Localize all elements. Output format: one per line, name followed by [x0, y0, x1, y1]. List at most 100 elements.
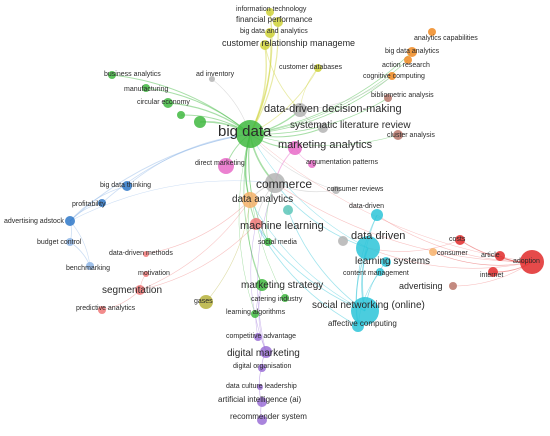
- node-machine-learning[interactable]: [250, 218, 262, 230]
- node-consumer-reviews[interactable]: [332, 186, 340, 194]
- node-data-driven[interactable]: [356, 236, 380, 260]
- node-digital-organisation[interactable]: [258, 364, 266, 372]
- node-gases[interactable]: [199, 295, 213, 309]
- node-green-node-a[interactable]: [194, 116, 206, 128]
- node-data-driven-methods[interactable]: [143, 251, 149, 257]
- node-artificial-intelligence-ai[interactable]: [257, 397, 267, 407]
- node-motivation[interactable]: [143, 271, 149, 277]
- keyword-cluster-analysis[interactable]: cluster analysis: [387, 132, 435, 139]
- keyword-segmentation[interactable]: segmentation: [102, 285, 163, 296]
- keyword-profitability[interactable]: profitability: [72, 201, 106, 208]
- node-manufacturing[interactable]: [142, 84, 150, 92]
- keyword-circular-economy[interactable]: circular economy: [137, 99, 190, 106]
- keyword-machine-learning[interactable]: machine learning: [240, 220, 324, 232]
- node-analytics-capabilities[interactable]: [428, 28, 436, 36]
- node-predictive-analytics[interactable]: [98, 306, 106, 314]
- keyword-consumer[interactable]: consumer: [437, 250, 468, 257]
- node-data-driven-hyphen[interactable]: [371, 209, 383, 221]
- node-competitive-advantage[interactable]: [254, 333, 262, 341]
- node-information-technology[interactable]: [266, 8, 274, 16]
- keyword-big-data-and-analytics[interactable]: big data and analytics: [240, 28, 308, 35]
- keyword-learning-systems[interactable]: learning systems: [355, 256, 431, 267]
- keyword-big-data[interactable]: big data: [218, 123, 272, 140]
- keyword-action-research[interactable]: action research: [382, 62, 430, 69]
- node-data-analytics[interactable]: [242, 192, 258, 208]
- keyword-article[interactable]: article: [481, 252, 500, 259]
- keyword-marketing-analytics[interactable]: marketing analytics: [278, 139, 373, 151]
- keyword-affective-computing[interactable]: affective computing: [328, 319, 397, 328]
- node-content-management[interactable]: [376, 268, 384, 276]
- node-social-networking-online[interactable]: [351, 297, 379, 325]
- node-circular-economy[interactable]: [163, 98, 173, 108]
- keyword-data-driven[interactable]: data driven: [351, 230, 406, 242]
- node-data-culture-leadership[interactable]: [257, 384, 263, 390]
- keyword-consumer-reviews[interactable]: consumer reviews: [327, 186, 384, 193]
- keyword-information-technology[interactable]: information technology: [236, 6, 307, 13]
- node-customer-databases[interactable]: [314, 64, 322, 72]
- node-learning-systems[interactable]: [381, 257, 391, 267]
- node-advertising[interactable]: [449, 282, 457, 290]
- node-profitability[interactable]: [98, 199, 106, 207]
- node-social-media[interactable]: [264, 238, 272, 246]
- node-commerce[interactable]: [265, 173, 285, 193]
- keyword-content-management[interactable]: content management: [343, 270, 409, 277]
- node-ad-inventory[interactable]: [209, 76, 215, 82]
- node-green-node-b[interactable]: [177, 111, 185, 119]
- keyword-costs[interactable]: costs: [449, 236, 466, 243]
- node-big-data-thinking[interactable]: [122, 181, 132, 191]
- node-digital-marketing[interactable]: [260, 346, 272, 358]
- node-marketing-strategy[interactable]: [256, 279, 268, 291]
- node-argumentation-patterns[interactable]: [308, 160, 316, 168]
- node-customer-relationship-management[interactable]: [260, 40, 270, 50]
- keyword-big-data-thinking[interactable]: big data thinking: [100, 182, 151, 189]
- node-big-data-analytics[interactable]: [407, 47, 417, 57]
- keyword-internet[interactable]: internet: [480, 272, 504, 279]
- node-recommender-system[interactable]: [257, 415, 267, 425]
- keyword-adoption[interactable]: adoption: [513, 258, 540, 265]
- node-catering-industry[interactable]: [281, 294, 289, 302]
- node-cluster-analysis[interactable]: [393, 130, 403, 140]
- node-adoption[interactable]: [520, 250, 544, 274]
- keyword-social-networking-online[interactable]: social networking (online): [312, 300, 425, 311]
- keyword-predictive-analytics[interactable]: predictive analytics: [76, 305, 136, 312]
- keyword-ad-inventory[interactable]: ad inventory: [196, 71, 235, 78]
- node-internet[interactable]: [488, 267, 498, 277]
- keyword-motivation[interactable]: motivation: [138, 270, 170, 277]
- keyword-catering-industry[interactable]: catering industry: [251, 296, 303, 303]
- keyword-budget-control[interactable]: budget control: [37, 239, 82, 246]
- node-cognitive-computing[interactable]: [388, 72, 396, 80]
- node-advertising-adstock[interactable]: [65, 216, 75, 226]
- keyword-artificial-intelligence-ai[interactable]: artificial intelligence (ai): [218, 395, 302, 404]
- node-action-research[interactable]: [404, 56, 412, 64]
- node-marketing-analytics[interactable]: [288, 141, 302, 155]
- node-consumer[interactable]: [429, 248, 437, 256]
- keyword-commerce[interactable]: commerce: [256, 177, 313, 191]
- node-data-driven-decision-making[interactable]: [293, 103, 307, 117]
- keyword-data-driven-methods[interactable]: data-driven methods: [109, 250, 173, 257]
- keyword-data-analytics[interactable]: data analytics: [232, 194, 294, 205]
- keyword-digital-marketing[interactable]: digital marketing: [227, 348, 300, 359]
- node-financial-performance[interactable]: [273, 17, 283, 27]
- node-budget-control[interactable]: [66, 238, 74, 246]
- node-teal-node[interactable]: [283, 205, 293, 215]
- keyword-learning-algorithms[interactable]: learning algorithms: [226, 309, 286, 316]
- keyword-marketing-strategy[interactable]: marketing strategy: [241, 280, 324, 291]
- keyword-direct-marketing[interactable]: direct marketing: [195, 160, 245, 167]
- keyword-competitive-advantage[interactable]: competitive advantage: [226, 333, 297, 340]
- keyword-business-analytics[interactable]: business analytics: [104, 71, 161, 78]
- node-bibliometric-analysis[interactable]: [384, 94, 392, 102]
- keyword-bibliometric-analysis[interactable]: bibliometric analysis: [371, 92, 434, 99]
- keyword-data-driven-hyphen[interactable]: data-driven: [349, 203, 385, 210]
- keyword-advertising[interactable]: advertising: [399, 281, 443, 291]
- keyword-digital-organisation[interactable]: digital organisation: [233, 363, 292, 370]
- node-article[interactable]: [495, 251, 505, 261]
- node-segmentation[interactable]: [135, 285, 145, 295]
- keyword-manufacturing[interactable]: manufacturing: [124, 86, 169, 93]
- keyword-social-media[interactable]: social media: [258, 239, 297, 246]
- keyword-customer-databases[interactable]: customer databases: [279, 64, 343, 71]
- keyword-benchmarking[interactable]: benchmarking: [66, 265, 110, 272]
- node-direct-marketing[interactable]: [218, 158, 234, 174]
- node-business-analytics[interactable]: [108, 71, 116, 79]
- node-grey-node-c[interactable]: [338, 236, 348, 246]
- keyword-data-driven-decision-making[interactable]: data-driven decision-making: [264, 103, 402, 115]
